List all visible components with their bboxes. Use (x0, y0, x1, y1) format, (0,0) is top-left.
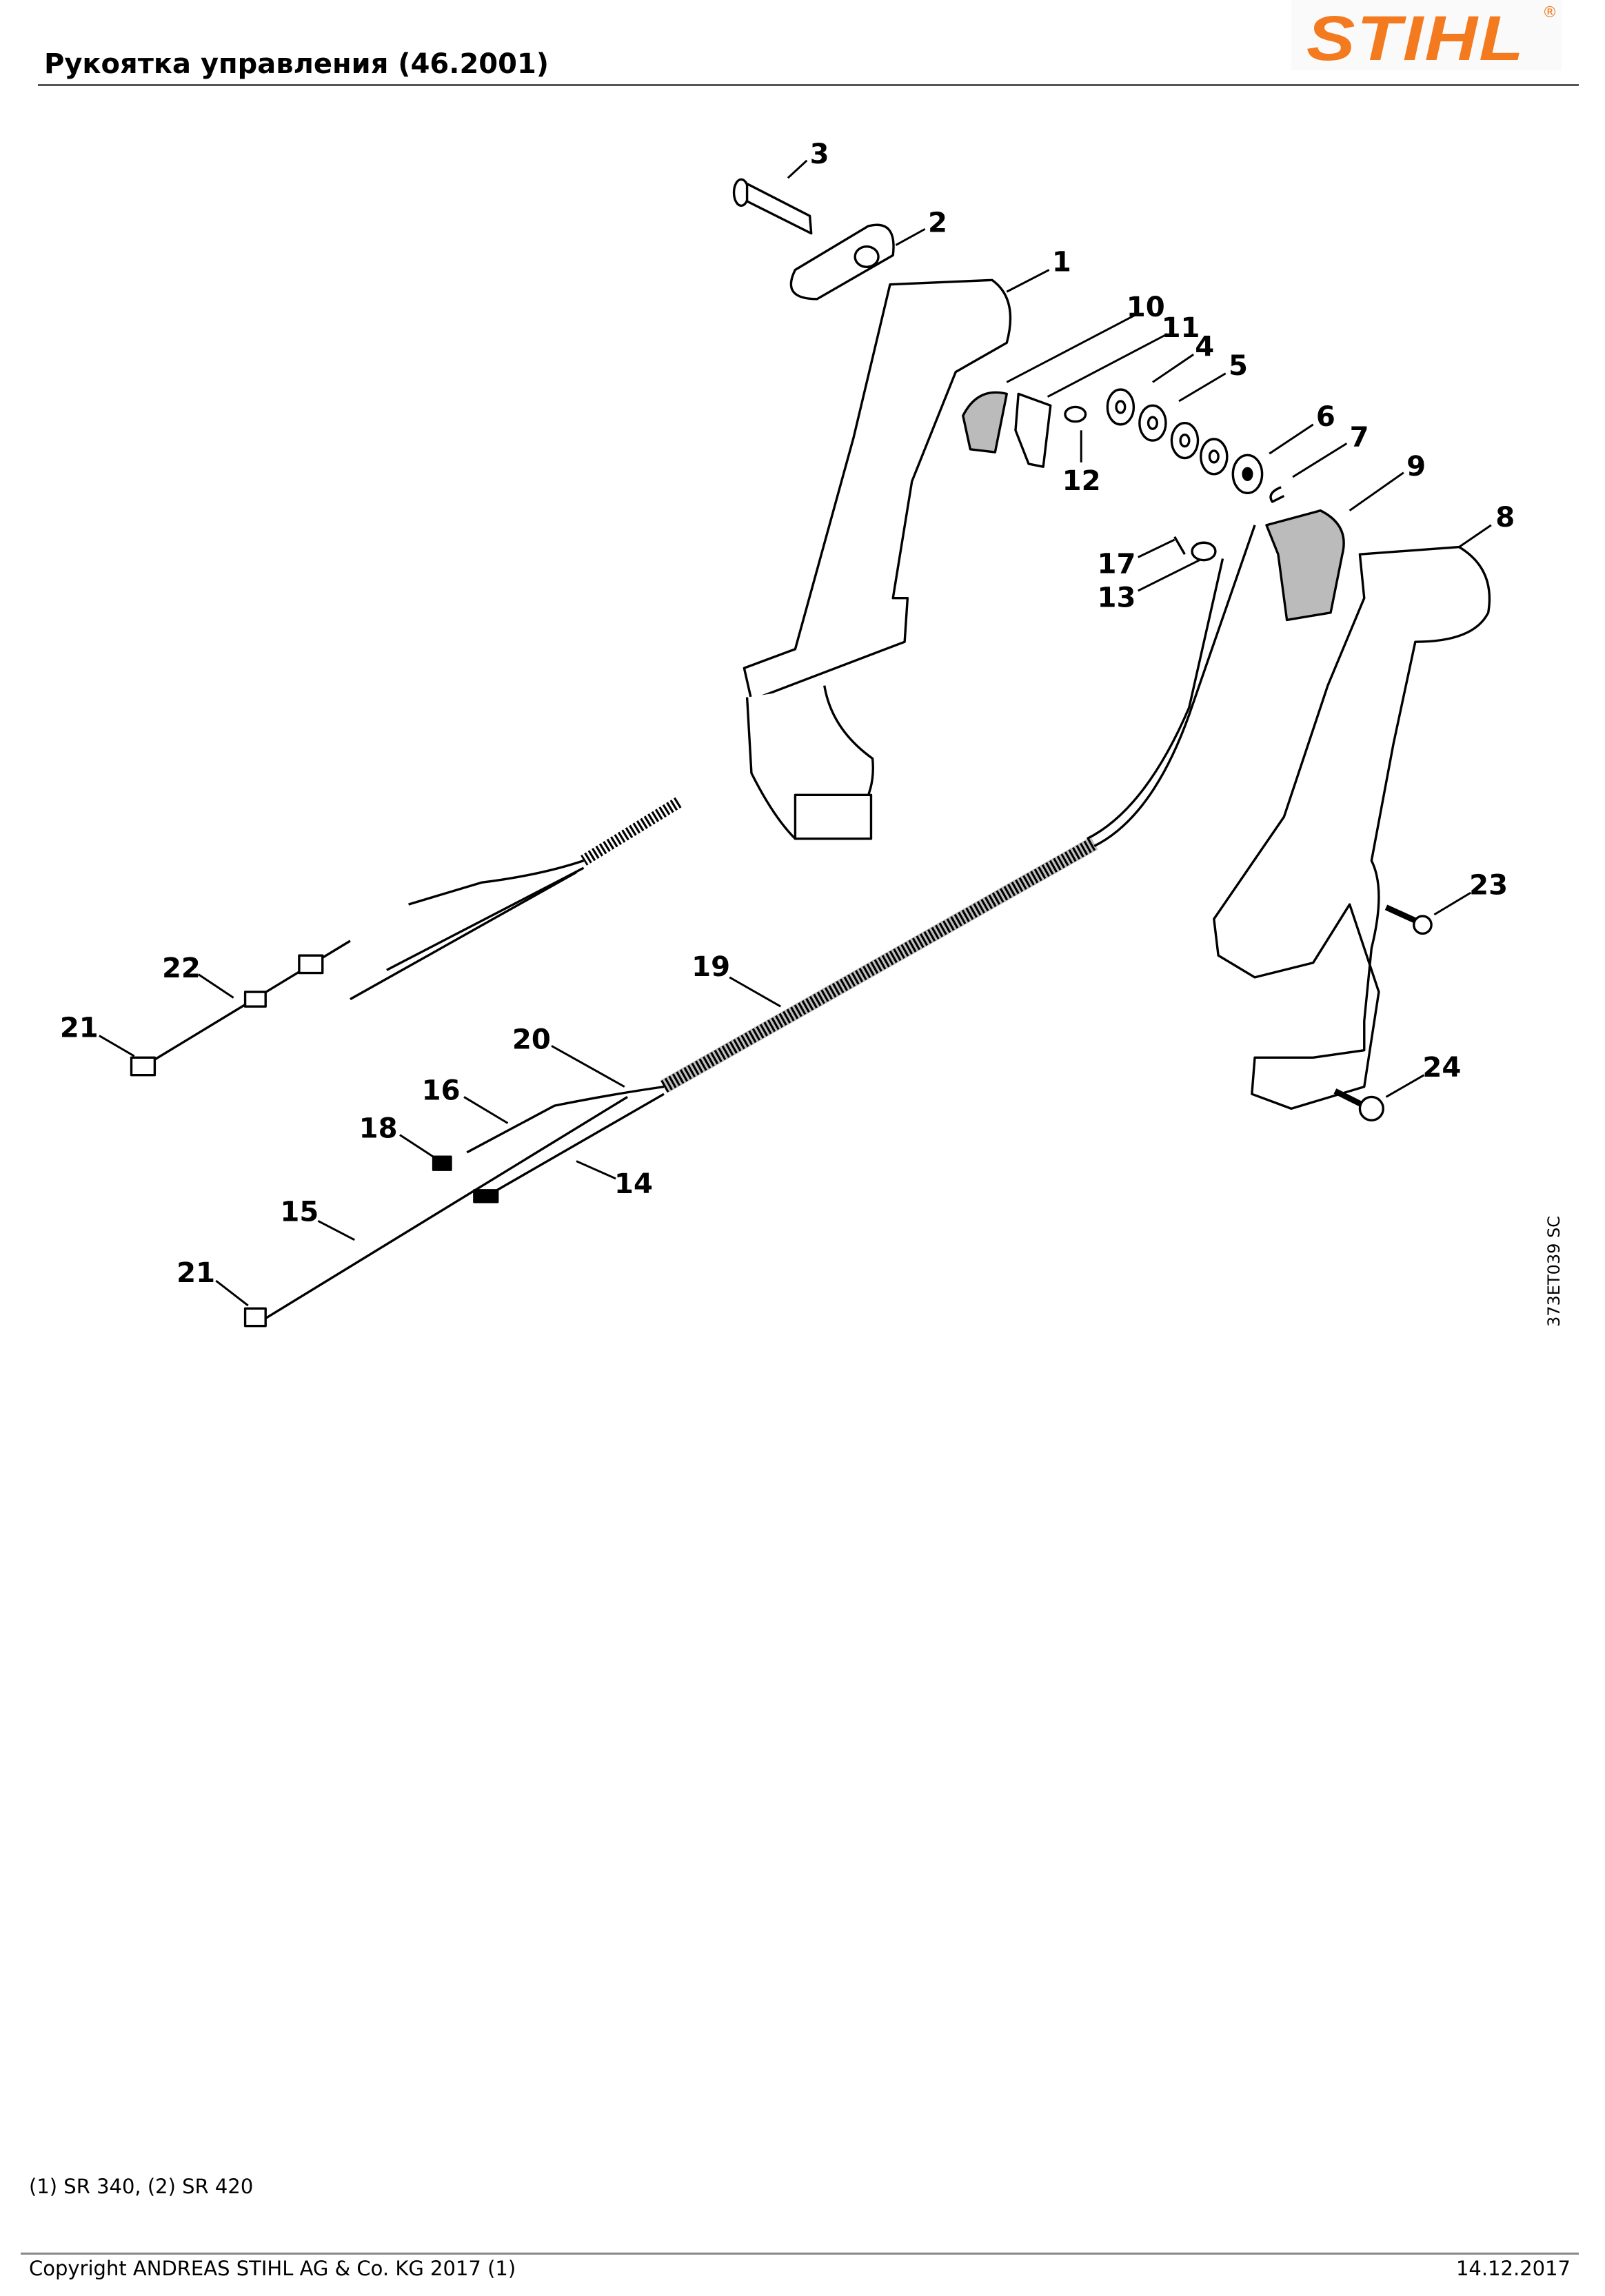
callout-15: 15 (280, 1196, 319, 1228)
connector-part-21a (130, 1056, 157, 1077)
handle-part-1 (743, 278, 1012, 702)
trigger-part-9 (1265, 509, 1345, 622)
callout-6: 6 (1316, 401, 1335, 433)
callout-21: 21 (176, 1257, 215, 1289)
callout-21: 21 (60, 1013, 99, 1044)
callout-7: 7 (1350, 422, 1369, 454)
washers-parts-4-5-6 (1106, 388, 1264, 494)
connector-part-21b (243, 1307, 267, 1328)
header-divider (38, 84, 1579, 86)
drawing-code: 373ET039 SC (1544, 1215, 1564, 1327)
callout-1: 1 (1052, 247, 1071, 278)
copyright: Copyright ANDREAS STIHL AG & Co. KG 2017… (29, 2257, 516, 2280)
bracket-part-2 (789, 223, 895, 301)
cable-part-13 (1093, 525, 1256, 847)
callout-13: 13 (1097, 582, 1135, 613)
date: 14.12.2017 (1455, 2257, 1571, 2280)
logo-registered-mark: ® (1542, 4, 1557, 21)
callout-19: 19 (692, 951, 730, 983)
screw-part-12 (1064, 405, 1087, 423)
callout-labels: 3 2 1 10 11 4 5 6 7 9 8 12 17 13 23 24 1… (60, 139, 1515, 1289)
leader-lines (99, 159, 1492, 1307)
callout-14: 14 (614, 1168, 653, 1200)
screw-part-23 (1384, 904, 1420, 925)
callout-9: 9 (1406, 451, 1426, 482)
spiral-sleeve-part-19 (660, 837, 1098, 1093)
callout-12: 12 (1062, 465, 1101, 497)
callout-16: 16 (422, 1075, 461, 1107)
clip-part-7 (1269, 486, 1285, 503)
stihl-logo: STIHL ® (1291, 0, 1562, 74)
model-footnote: (1) SR 340, (2) SR 420 (29, 2175, 254, 2198)
cable-part-15 (262, 1095, 628, 1321)
callout-4: 4 (1195, 331, 1214, 363)
bolt-part-3 (732, 178, 813, 235)
trigger-part-10 (962, 391, 1008, 454)
callout-11: 11 (1162, 312, 1200, 344)
callout-5: 5 (1229, 350, 1248, 382)
callout-24: 24 (1422, 1052, 1461, 1084)
callout-3: 3 (810, 139, 829, 170)
logo-text: STIHL (1306, 3, 1526, 74)
page-title: Рукоятка управления (46.2001) (44, 48, 549, 80)
callout-23: 23 (1469, 869, 1508, 901)
callout-2: 2 (928, 207, 947, 238)
footer-divider (21, 2253, 1579, 2255)
terminal-part-17 (1173, 536, 1186, 556)
handle-part-8 (1213, 545, 1491, 1110)
lever-part-11 (1014, 392, 1052, 468)
callout-20: 20 (512, 1024, 551, 1056)
connector-part-18 (432, 1155, 452, 1171)
callout-10: 10 (1127, 292, 1165, 323)
callout-18: 18 (359, 1113, 398, 1145)
callout-17: 17 (1097, 549, 1135, 580)
screw-part-24 (1333, 1088, 1366, 1108)
callout-22: 22 (162, 953, 201, 984)
callout-8: 8 (1495, 502, 1515, 534)
cable-part-16 (466, 1085, 665, 1154)
cable-part-14 (481, 1093, 665, 1201)
